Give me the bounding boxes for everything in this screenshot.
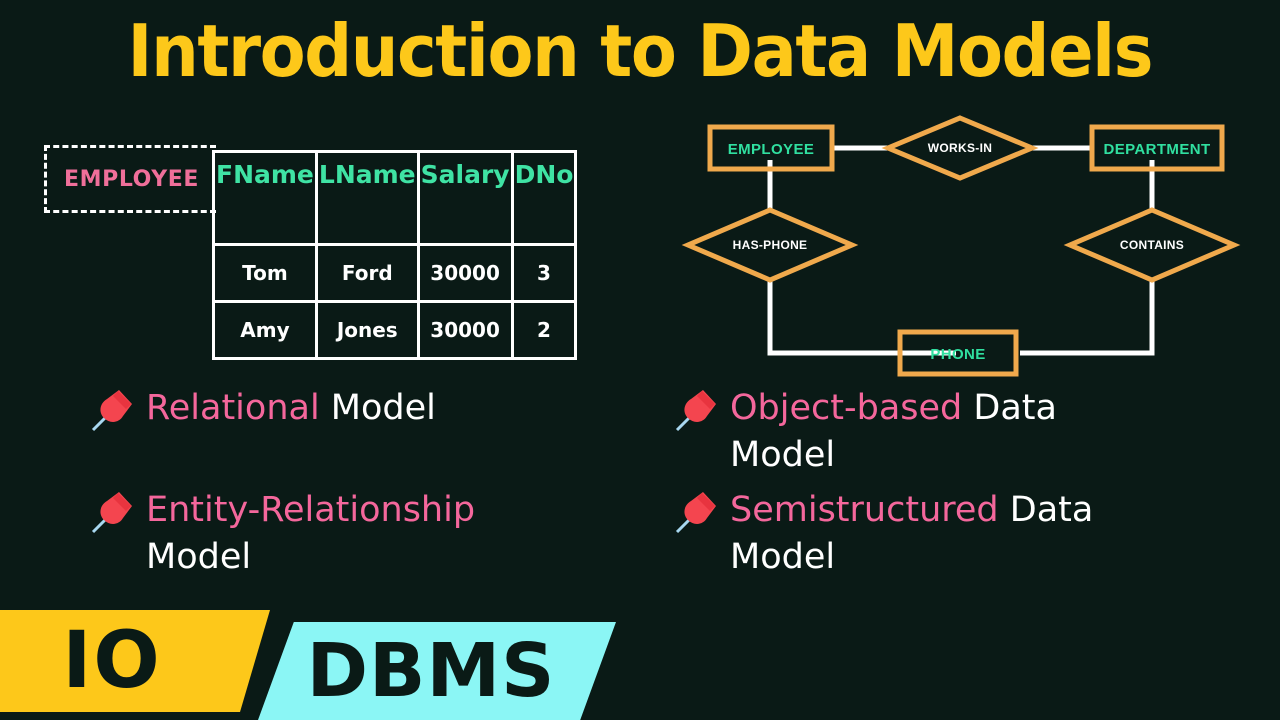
- list-item-highlight: Semistructured: [730, 490, 999, 530]
- relation-name-box: EMPLOYEE: [44, 145, 216, 213]
- badge-lecture-number: IO: [0, 610, 270, 712]
- pushpin-icon: [91, 390, 132, 432]
- cell-dno: 3: [510, 243, 578, 303]
- cell-lname: Ford: [314, 243, 420, 303]
- page-title: Introduction to Data Models: [127, 9, 1154, 93]
- column-header-salary: Salary: [416, 150, 514, 246]
- list-item-text: Relational Model: [146, 385, 436, 432]
- table-row: Amy Jones 30000 2: [212, 300, 578, 360]
- er-entity-department-label: DEPARTMENT: [1103, 141, 1210, 158]
- list-item-highlight: Object-based: [730, 388, 963, 428]
- table-row: Tom Ford 30000 3: [212, 243, 578, 303]
- er-connector-lines: [767, 145, 1155, 356]
- cell-dno: 2: [510, 300, 578, 360]
- er-entity-phone-label: PHONE: [930, 346, 985, 363]
- list-item-highlight: Entity-Relationship: [146, 490, 476, 530]
- cell-salary: 30000: [416, 243, 514, 303]
- cell-fname: Amy: [212, 300, 318, 360]
- line-contains-phone: [1020, 278, 1155, 356]
- pushpin-icon: [675, 492, 716, 534]
- list-item-text: Object-based Data Model: [730, 385, 1160, 479]
- column-header-fname: FName: [212, 150, 318, 246]
- er-relationship-has-phone-label: HAS-PHONE: [733, 238, 808, 252]
- line-hasphone-phone: [767, 278, 956, 356]
- list-item-rest: Data Model: [730, 490, 1094, 577]
- er-entity-department: DEPARTMENT: [1089, 124, 1225, 172]
- er-entity-employee: EMPLOYEE: [707, 124, 835, 172]
- cell-fname: Tom: [212, 243, 318, 303]
- list-item-text: Semistructured Data Model: [730, 487, 1160, 581]
- er-entity-phone: PHONE: [897, 329, 1019, 377]
- list-item: Relational Model: [88, 385, 436, 435]
- list-item: Entity-Relationship Model: [88, 487, 576, 581]
- er-relationship-works-in: WORKS-IN: [881, 115, 1039, 181]
- list-item: Semistructured Data Model: [672, 487, 1160, 581]
- relation-name-label: EMPLOYEE: [64, 166, 199, 192]
- list-item-rest: Model: [146, 537, 252, 577]
- table-header-row: FName LName Salary DNo: [212, 150, 578, 246]
- employee-table: FName LName Salary DNo Tom Ford 30000 3 …: [212, 150, 578, 360]
- footer-badge-bar: IO DBMS: [0, 600, 1280, 720]
- badge-subject: DBMS: [258, 622, 616, 720]
- list-item-text: Entity-Relationship Model: [146, 487, 576, 581]
- list-item-highlight: Relational: [146, 388, 320, 428]
- er-relationship-contains-label: CONTAINS: [1120, 238, 1184, 252]
- list-item-rest: Data Model: [730, 388, 1057, 475]
- column-header-lname: LName: [314, 150, 420, 246]
- badge-lecture-number-text: IO: [62, 616, 162, 706]
- cell-salary: 30000: [416, 300, 514, 360]
- er-relationship-works-in-label: WORKS-IN: [928, 141, 992, 155]
- er-relationship-contains: CONTAINS: [1063, 207, 1241, 283]
- er-entity-employee-label: EMPLOYEE: [728, 141, 815, 158]
- er-relationship-has-phone: HAS-PHONE: [681, 207, 859, 283]
- list-item-rest: Model: [319, 388, 436, 428]
- cell-lname: Jones: [314, 300, 420, 360]
- er-diagram: EMPLOYEE DEPARTMENT PHONE WORKS-IN HAS-P…: [660, 110, 1280, 380]
- list-item: Object-based Data Model: [672, 385, 1160, 479]
- pushpin-icon: [675, 390, 716, 432]
- column-header-dno: DNo: [510, 150, 578, 246]
- badge-subject-text: DBMS: [306, 628, 556, 714]
- pushpin-icon: [91, 492, 132, 534]
- title-bar: Introduction to Data Models: [0, 8, 1280, 94]
